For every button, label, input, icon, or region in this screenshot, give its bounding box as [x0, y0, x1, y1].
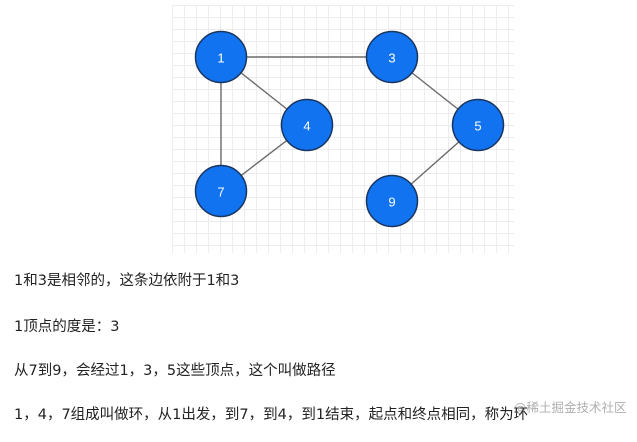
graph-diagram: 1 3 4 5 7 9 [194, 30, 505, 228]
node-circle-3 [365, 30, 419, 84]
node-label-7: 7 [217, 185, 224, 200]
graph-nodes: 1 3 4 5 7 9 [194, 30, 505, 228]
node-label-3: 3 [388, 51, 395, 66]
node-circle-5 [451, 98, 505, 152]
node-circle-1 [194, 30, 248, 84]
node-3: 3 [365, 30, 419, 84]
node-5: 5 [451, 98, 505, 152]
watermark: @稀土掘金技术社区 [514, 400, 627, 415]
node-circle-4 [280, 98, 334, 152]
node-9: 9 [365, 174, 419, 228]
explanation-text: 1和3是相邻的，这条边依附于1和3 1顶点的度是：3 从7到9，会经过1，3，5… [14, 266, 629, 442]
text-line-path: 从7到9，会经过1，3，5这些顶点，这个叫做路径 [14, 363, 336, 379]
node-label-5: 5 [474, 119, 481, 134]
node-4: 4 [280, 98, 334, 152]
text-line-degree: 1顶点的度是：3 [14, 319, 120, 335]
node-label-9: 9 [388, 195, 395, 210]
node-7: 7 [194, 164, 248, 218]
text-line-adjacent: 1和3是相邻的，这条边依附于1和3 [14, 273, 240, 289]
node-circle-7 [194, 164, 248, 218]
text-line-cycle: 1，4，7组成叫做环，从1出发，到7，到4，到1结束，起点和终点相同，称为环 [14, 407, 529, 423]
node-circle-9 [365, 174, 419, 228]
node-label-1: 1 [217, 51, 224, 66]
node-label-4: 4 [303, 119, 310, 134]
node-1: 1 [194, 30, 248, 84]
graph-edges [220, 56, 479, 202]
